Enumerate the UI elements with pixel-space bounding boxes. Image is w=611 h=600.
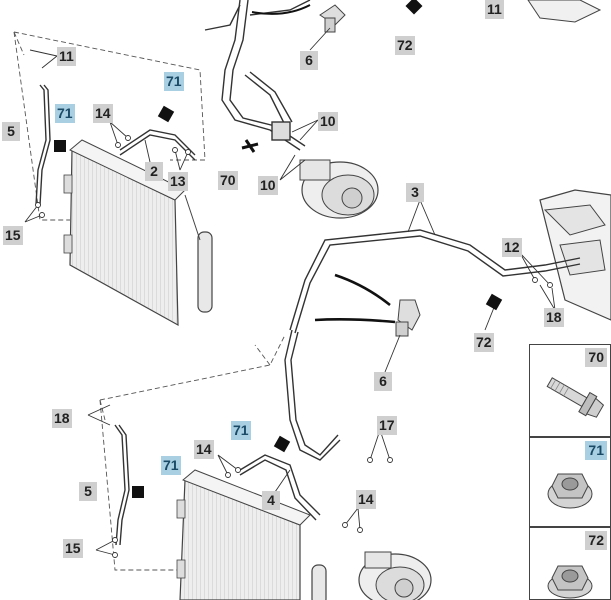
callout-71-top: 71	[164, 72, 184, 91]
routing-arcs	[251, 4, 396, 324]
callout-15-bottom: 15	[63, 539, 83, 558]
callout-3: 3	[406, 183, 424, 202]
flange-nut-icon	[547, 473, 593, 509]
callout-71-bottom-left: 71	[161, 456, 181, 475]
legend-panel-70: 70	[529, 344, 611, 437]
legend-panel-71: 71	[529, 437, 611, 527]
condenser-bottom	[176, 469, 327, 600]
callout-72-middle: 72	[474, 333, 494, 352]
callout-17: 17	[377, 416, 397, 435]
callout-5-top: 5	[2, 122, 20, 141]
dashed-guide-top	[13, 31, 206, 221]
callout-71-bottom: 71	[231, 421, 251, 440]
bolt-70-marker	[241, 139, 259, 153]
callout-70-top: 70	[218, 171, 238, 190]
compressor-bottom	[358, 551, 432, 600]
legend-panel-72: 72	[529, 527, 611, 600]
callout-71-top-left: 71	[55, 104, 75, 123]
dashed-guide-bottom	[99, 334, 286, 571]
callout-12: 12	[502, 238, 522, 257]
callout-10-top: 10	[318, 112, 338, 131]
callout-18-left: 18	[52, 409, 72, 428]
callout-6-top: 6	[300, 51, 318, 70]
callout-18-right: 18	[544, 308, 564, 327]
callout-11-top-left: 11	[57, 47, 76, 66]
evaporator-right	[539, 189, 611, 321]
callout-4: 4	[262, 491, 280, 510]
pipe-5-top	[35, 84, 51, 206]
hoses-top	[204, 0, 311, 151]
pipe-4-bottom	[239, 454, 321, 521]
legend-label-71: 71	[585, 441, 607, 460]
callout-15-top: 15	[3, 226, 23, 245]
condenser-top	[63, 139, 213, 327]
bracket-6-middle	[395, 299, 421, 337]
callout-13-top: 13	[168, 172, 188, 191]
legend-label-72: 72	[585, 531, 607, 550]
callout-14-bottom-right: 14	[356, 490, 376, 509]
leader-lines	[24, 27, 556, 556]
pipe-5-bottom	[114, 424, 130, 546]
callout-11-top-right: 11	[485, 0, 504, 19]
callout-14-top: 14	[93, 104, 113, 123]
legend-label-70: 70	[585, 348, 607, 367]
callout-72-top: 72	[395, 36, 415, 55]
callout-10-lower: 10	[258, 176, 278, 195]
callout-2-top: 2	[145, 162, 163, 181]
component-top-right	[527, 0, 602, 23]
callout-6-middle: 6	[374, 372, 392, 391]
bracket-6-top	[319, 4, 346, 33]
callout-5-bottom: 5	[79, 482, 97, 501]
flange-nut-icon	[547, 565, 593, 599]
bolt-icon	[546, 377, 605, 418]
compressor-top	[299, 159, 379, 219]
callout-14-bottom-left: 14	[194, 440, 214, 459]
pipe-2-top	[119, 129, 196, 161]
clip-markers	[35, 135, 553, 558]
